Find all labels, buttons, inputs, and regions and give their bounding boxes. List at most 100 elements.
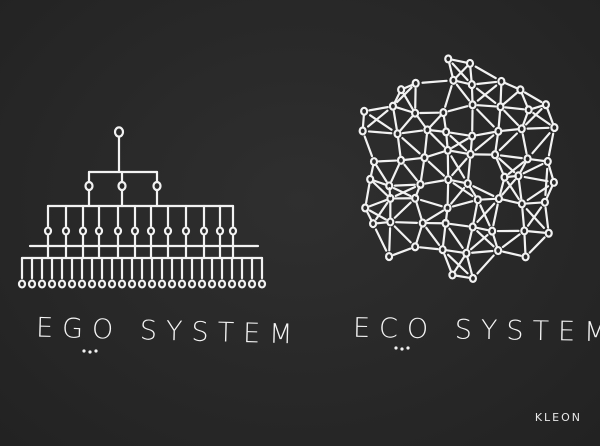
network-node (386, 193, 395, 203)
leaf-node (197, 279, 207, 289)
network-link (450, 155, 466, 179)
network-link (495, 157, 504, 175)
network-link (394, 185, 417, 198)
network-link (429, 129, 444, 133)
network-node (388, 101, 398, 111)
network-node (466, 149, 475, 159)
network-link (395, 221, 418, 224)
leaf-node (177, 279, 187, 289)
leaf-node (27, 279, 37, 289)
network-link (369, 163, 375, 178)
network-link (365, 209, 373, 222)
level3-node (130, 226, 140, 236)
leaf-node (47, 279, 57, 289)
leaf-node (37, 279, 47, 289)
leaf-node (217, 279, 227, 289)
network-link (544, 206, 550, 229)
network-link (476, 254, 495, 275)
network-node (358, 126, 367, 136)
network-link (372, 179, 387, 186)
network-link (455, 79, 470, 85)
network-link (475, 226, 490, 232)
network-link (531, 132, 551, 155)
network-link (375, 164, 388, 183)
network-node (366, 174, 375, 184)
network-link (446, 253, 469, 275)
caption-dot (406, 346, 410, 350)
network-link (546, 107, 554, 125)
network-node (496, 102, 505, 112)
network-node (468, 222, 477, 232)
leaf-node (187, 279, 197, 289)
network-link (369, 114, 393, 131)
network-link (393, 201, 412, 219)
network-link (393, 91, 401, 105)
network-link (390, 163, 400, 183)
network-link (472, 203, 478, 224)
leaf-node (157, 279, 167, 289)
network-link (479, 204, 491, 227)
network-node (494, 126, 503, 136)
network-link (526, 185, 550, 202)
level2-node (152, 180, 162, 192)
network-link (502, 91, 518, 105)
network-node (361, 203, 370, 213)
network-link (363, 135, 374, 158)
network-node (541, 100, 551, 110)
network-link (527, 230, 546, 234)
network-link (506, 180, 520, 201)
network-link (395, 106, 413, 113)
network-node (517, 199, 527, 209)
network-node (448, 270, 457, 280)
network-link (372, 181, 388, 197)
level3-node (113, 226, 123, 236)
network-link (424, 179, 445, 185)
network-link (466, 256, 473, 275)
network-link (447, 105, 469, 113)
network-link (416, 115, 427, 128)
network-link (450, 179, 466, 184)
level3-node (215, 226, 225, 236)
top-node (113, 126, 125, 138)
network-node (544, 228, 553, 238)
network-link (467, 158, 472, 180)
level3-node (199, 226, 209, 236)
network-link (402, 83, 415, 90)
network-link (361, 113, 365, 129)
leaf-node (117, 279, 127, 289)
network-link (475, 87, 497, 104)
network-link (520, 92, 529, 108)
network-link (530, 158, 546, 163)
network-link (450, 149, 468, 155)
level3-node (181, 226, 191, 236)
network-link (420, 161, 425, 181)
network-node (442, 127, 451, 137)
network-link (503, 109, 519, 126)
leaf-node (57, 279, 67, 289)
network-link (449, 131, 469, 137)
network-link (501, 233, 521, 249)
caption-dot (82, 349, 86, 353)
network-link (501, 128, 519, 132)
network-link (443, 253, 452, 272)
network-link (517, 179, 523, 200)
network-node (549, 177, 558, 187)
leaf-node (87, 279, 97, 289)
network-node (384, 252, 394, 262)
artist-signature: KLEON (534, 411, 582, 424)
network-link (419, 198, 443, 208)
network-link (377, 159, 398, 163)
network-link (469, 138, 473, 153)
network-node (397, 85, 406, 95)
network-link (469, 66, 473, 82)
network-node (488, 226, 497, 236)
network-node (418, 218, 427, 228)
network-link (368, 106, 389, 112)
network-link (445, 134, 449, 149)
caption-dot (394, 346, 398, 350)
network-node (360, 106, 369, 116)
network-link (476, 230, 495, 248)
network-link (480, 197, 497, 201)
level2-node (84, 180, 94, 192)
network-link (392, 247, 412, 256)
